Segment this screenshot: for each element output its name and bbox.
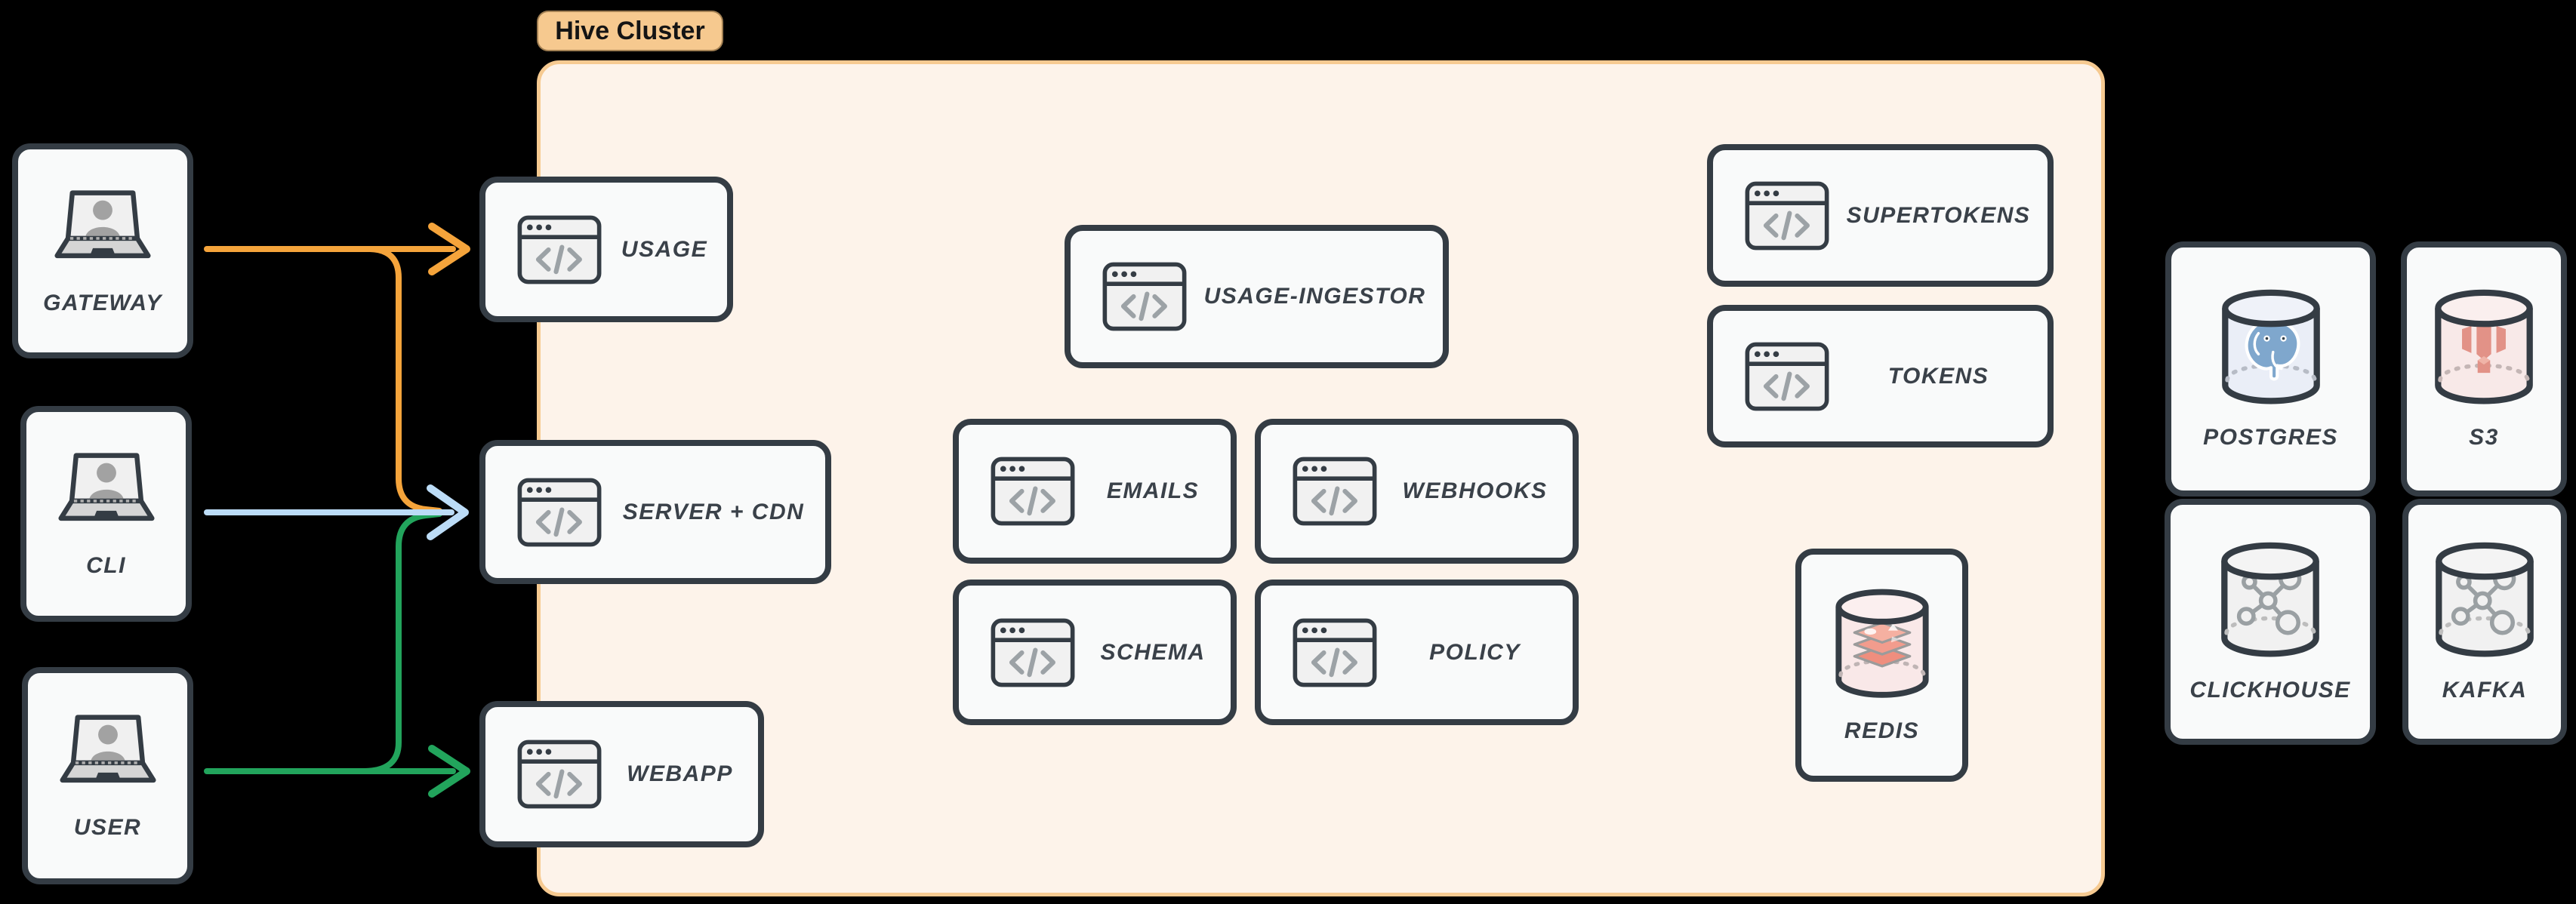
green-arrowhead-icon	[428, 745, 470, 798]
node-gateway: GATEWAY	[12, 143, 193, 358]
node-label: SERVER + CDN	[622, 499, 805, 524]
node-label: WEBAPP	[627, 761, 733, 786]
node-label: USER	[73, 815, 142, 840]
edge-gateway-servercdn	[367, 246, 442, 514]
code-window-icon	[991, 457, 1075, 526]
edge-user-servercdn	[362, 511, 442, 774]
node-label: EMAILS	[1106, 478, 1200, 503]
code-window-icon	[991, 618, 1075, 687]
laptop-user-icon	[50, 449, 163, 533]
node-usage-ingestor: USAGE-INGESTOR	[1065, 225, 1449, 368]
node-label: SUPERTOKENS	[1846, 202, 2031, 228]
laptop-user-icon	[46, 186, 159, 271]
node-cli: CLI	[20, 406, 192, 622]
node-s3: S3	[2401, 241, 2567, 497]
redis-cylinder-icon	[1829, 587, 1935, 702]
code-window-icon	[517, 739, 602, 809]
node-tokens: TOKENS	[1707, 305, 2054, 447]
node-webapp: WEBAPP	[479, 701, 764, 847]
node-server-cdn: SERVER + CDN	[479, 440, 831, 584]
node-postgres: POSTGRES	[2165, 241, 2376, 497]
postgres-cylinder-icon	[2215, 287, 2327, 408]
molecule-cylinder-icon	[2214, 540, 2326, 661]
s3-cylinder-icon	[2428, 287, 2540, 408]
molecule-cylinder-icon	[2429, 540, 2541, 661]
node-webhooks: WEBHOOKS	[1255, 419, 1579, 564]
code-window-icon	[1745, 181, 1829, 251]
code-window-icon	[517, 215, 602, 284]
node-label: SCHEMA	[1100, 639, 1206, 665]
code-window-icon	[517, 478, 602, 547]
code-window-icon	[1102, 262, 1187, 331]
node-label: GATEWAY	[43, 290, 162, 315]
node-redis: REDIS	[1795, 549, 1968, 782]
node-supertokens: SUPERTOKENS	[1707, 144, 2054, 287]
hive-cluster-badge: Hive Cluster	[537, 11, 723, 51]
node-label: TOKENS	[1887, 363, 1989, 389]
node-label: REDIS	[1844, 718, 1920, 743]
node-label: CLI	[86, 553, 126, 578]
node-usage: USAGE	[479, 177, 733, 322]
node-label: S3	[2469, 425, 2499, 450]
node-user: USER	[22, 667, 193, 884]
node-label: KAFKA	[2442, 678, 2528, 703]
code-window-icon	[1293, 618, 1377, 687]
node-label: POLICY	[1429, 639, 1521, 665]
node-label: POSTGRES	[2203, 425, 2338, 450]
node-emails: EMAILS	[953, 419, 1237, 564]
blue-arrowhead-icon	[427, 484, 469, 540]
node-label: USAGE	[621, 236, 708, 262]
node-label: WEBHOOKS	[1402, 478, 1548, 503]
node-schema: SCHEMA	[953, 580, 1237, 725]
node-clickhouse: CLICKHOUSE	[2165, 499, 2376, 745]
node-label: USAGE-INGESTOR	[1203, 284, 1426, 309]
orange-arrowhead-icon	[428, 223, 470, 275]
code-window-icon	[1745, 342, 1829, 411]
node-label: CLICKHOUSE	[2189, 678, 2351, 703]
code-window-icon	[1293, 457, 1377, 526]
laptop-user-icon	[51, 711, 165, 795]
node-kafka: KAFKA	[2402, 499, 2567, 745]
node-policy: POLICY	[1255, 580, 1579, 725]
